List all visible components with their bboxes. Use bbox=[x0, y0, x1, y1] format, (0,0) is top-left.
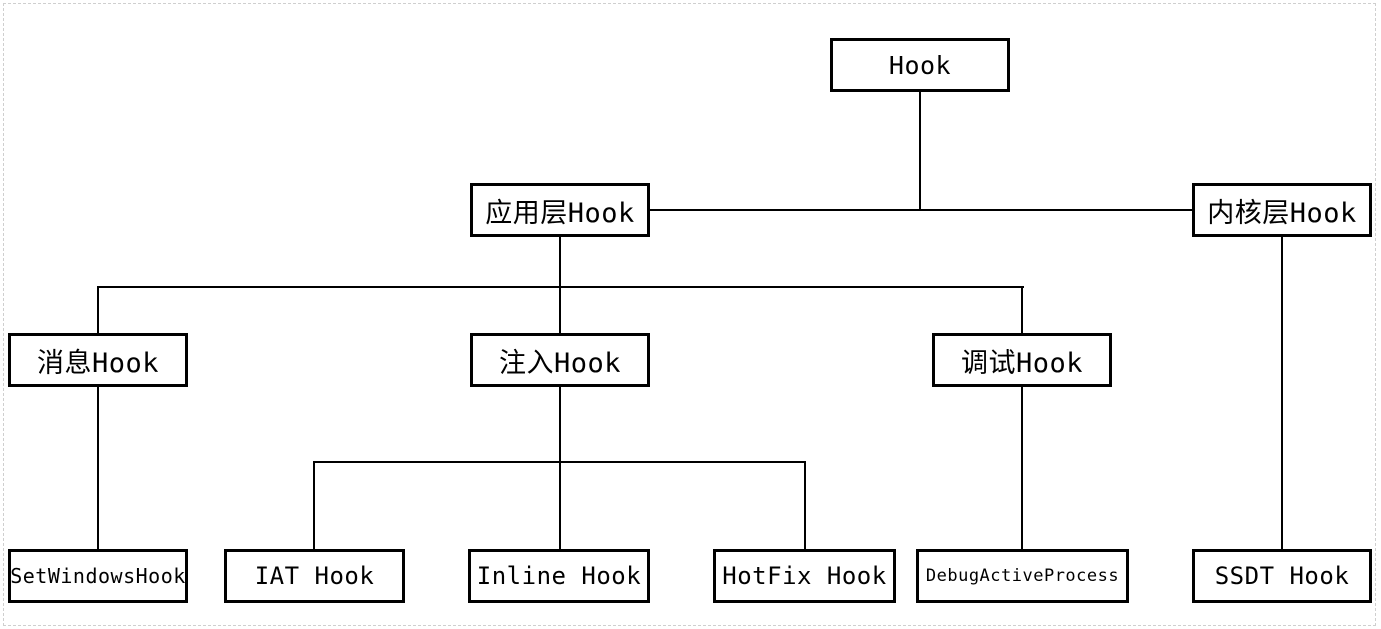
connector-line bbox=[1021, 287, 1023, 333]
node-debug-hook: 调试Hook bbox=[932, 333, 1112, 387]
connector-line bbox=[97, 286, 1024, 288]
connector-line bbox=[559, 237, 561, 333]
node-label: IAT Hook bbox=[254, 562, 375, 590]
node-label: Inline Hook bbox=[476, 562, 642, 590]
connector-line bbox=[313, 462, 315, 549]
node-label: 内核层Hook bbox=[1207, 197, 1357, 229]
node-app-layer: 应用层Hook bbox=[470, 183, 650, 237]
node-iat-hook: IAT Hook bbox=[224, 549, 405, 603]
node-label: 消息Hook bbox=[36, 347, 160, 379]
node-hotfix-hook: HotFix Hook bbox=[713, 549, 896, 603]
connector-line bbox=[559, 387, 561, 549]
node-hook: Hook bbox=[830, 38, 1010, 92]
node-label: 调试Hook bbox=[960, 347, 1084, 379]
node-ssdt-hook: SSDT Hook bbox=[1192, 549, 1372, 603]
canvas-border bbox=[3, 3, 1376, 626]
connector-line bbox=[97, 387, 99, 549]
node-inject-hook: 注入Hook bbox=[470, 333, 650, 387]
connector-line bbox=[1021, 387, 1023, 549]
node-kernel-layer: 内核层Hook bbox=[1192, 183, 1372, 237]
node-label: SSDT Hook bbox=[1214, 562, 1350, 590]
connector-line bbox=[804, 462, 806, 549]
connector-line bbox=[650, 209, 1192, 211]
connector-line bbox=[919, 92, 921, 210]
node-label: DebugActiveProcess bbox=[925, 566, 1120, 586]
node-label: 应用层Hook bbox=[485, 197, 635, 229]
connector-line bbox=[97, 287, 99, 333]
node-label: HotFix Hook bbox=[722, 562, 887, 590]
connector-line bbox=[1281, 237, 1283, 549]
node-message-hook: 消息Hook bbox=[8, 333, 188, 387]
connector-line bbox=[313, 461, 806, 463]
node-label: SetWindowsHook bbox=[10, 564, 186, 588]
node-label: Hook bbox=[888, 50, 952, 80]
node-debugactiveprocess: DebugActiveProcess bbox=[916, 549, 1129, 603]
node-label: 注入Hook bbox=[498, 347, 622, 379]
node-inline-hook: Inline Hook bbox=[468, 549, 650, 603]
node-setwindowshook: SetWindowsHook bbox=[8, 549, 188, 603]
